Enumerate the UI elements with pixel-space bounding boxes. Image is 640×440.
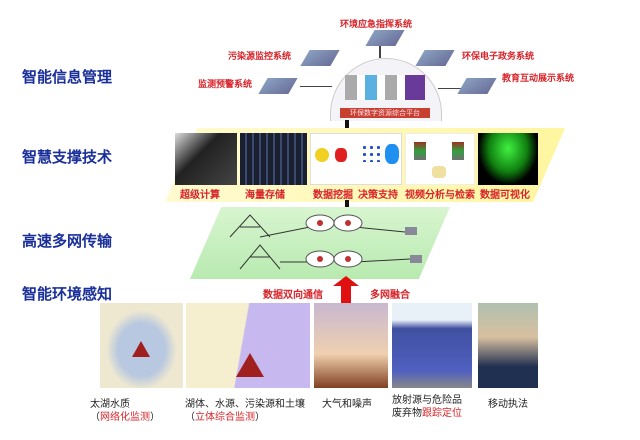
egov-system-icon [415, 50, 455, 66]
tech-label-storage: 海量存储 [245, 190, 285, 201]
layer-label-network: 高速多网传输 [22, 232, 113, 250]
education-system-label: 教育互动展示系统 [502, 74, 575, 84]
education-system-icon [457, 78, 497, 94]
satellite-icon [410, 255, 422, 263]
emergency-system-icon [365, 30, 405, 46]
supercomputer-image [175, 133, 237, 185]
data-mining-diagram [310, 133, 402, 185]
transport-label-left: 数据双向通信 [263, 290, 323, 301]
tech-label-supercomputing: 超级计算 [180, 190, 220, 201]
transport-label-right: 多网融合 [370, 290, 410, 301]
egov-system-label: 环保电子政务系统 [462, 52, 535, 62]
pollution-system-label: 污染源监控系统 [228, 52, 292, 62]
warning-system-icon [258, 78, 298, 94]
layer-label-support-tech: 智慧支撑技术 [22, 148, 113, 166]
tower-icon [229, 214, 271, 238]
connector-line [438, 88, 468, 89]
watershed-map-image [186, 303, 310, 388]
taihu-map-image [100, 303, 183, 388]
caption-watershed: 湖体、水源、污染源和土壤（立体综合监测） [185, 399, 305, 423]
emergency-system-label: 环境应急指挥系统 [340, 20, 413, 30]
storage-image [240, 133, 307, 185]
hazardous-container-image [392, 303, 472, 388]
video-analysis-diagram [405, 133, 475, 185]
caption-mobile-enforcement: 移动执法 [488, 399, 528, 410]
connector-line [345, 200, 349, 210]
server-icons [345, 75, 425, 100]
connector-line [379, 42, 381, 58]
tech-label-video: 视频分析与检索 [405, 190, 475, 201]
platform-bar: 环保数字资源综合平台 [340, 108, 430, 118]
caption-taihu: 太湖水质（网络化监测） [90, 399, 160, 423]
connector-line [345, 120, 349, 134]
caption-hazardous: 放射源与危险品废弃物跟踪定位 [392, 395, 462, 419]
layer-label-info-management: 智能信息管理 [22, 68, 113, 86]
tech-label-data-mining: 数据挖掘 [313, 190, 353, 201]
pollution-system-icon [300, 50, 340, 66]
satellite-icon [405, 227, 417, 235]
tech-label-decision: 决策支持 [358, 190, 398, 201]
factory-smoke-image [314, 303, 388, 388]
network-diagram [229, 214, 422, 270]
tech-label-visualization: 数据可视化 [480, 190, 530, 201]
caption-air-noise: 大气和噪声 [322, 399, 372, 410]
warning-system-label: 监测预警系统 [198, 80, 253, 90]
officer-photo [478, 303, 538, 388]
layer-label-sensing: 智能环境感知 [22, 285, 113, 303]
connector-line [300, 86, 332, 87]
tower-icon [239, 244, 281, 270]
visualization-image [478, 133, 538, 185]
